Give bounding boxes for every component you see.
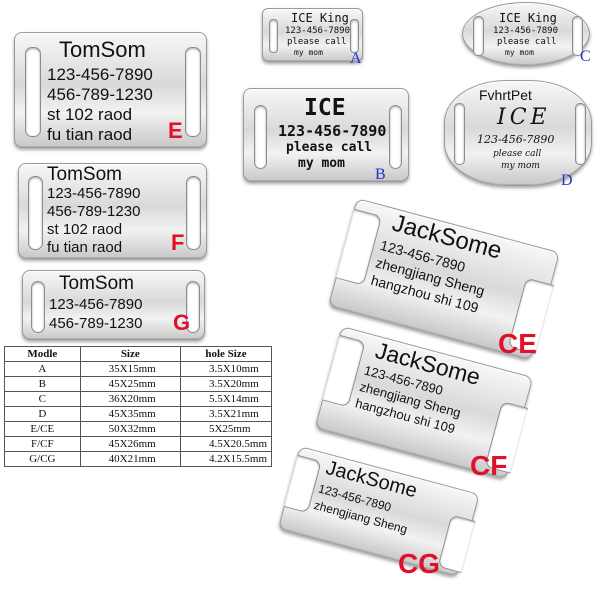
cell-hole-size: 4.5X20.5mm [179,436,273,452]
cell-size: 40X21mm [79,451,181,467]
tag-e-line-4: st 102 raod [47,105,133,124]
tag-f-line-2: 123-456-7890 [47,185,141,202]
tag-f-slot-left [28,176,43,250]
cell-hole-size: 5.5X14mm [179,391,273,407]
tag-b-label: B [375,166,386,183]
tag-f-line-5: fu tian raod [47,239,123,256]
tag-e-slot-right [185,47,201,137]
table-header-row: Modle Size hole Size [4,346,273,362]
tag-b-line-2: 123-456-7890 [278,122,387,140]
table-row: A 35X15mm 3.5X10mm [4,361,273,377]
cell-hole-size: 3.5X10mm [179,361,273,377]
tag-a-line-2: 123-456-7890 [285,26,351,36]
table-row: C 36X20mm 5.5X14mm [4,391,273,407]
tag-d-brand: FvhrtPet [479,87,532,103]
tag-f: TomSom 123-456-7890 456-789-1230 st 102 … [18,163,207,259]
tag-f-line-3: 456-789-1230 [47,203,141,220]
tag-cg: JackSome 123-456-7890 zhengjiang Sheng [277,446,480,578]
tag-d-line-1: ICE [497,105,551,130]
tag-a-slot-right [350,19,359,53]
tag-a-slot-left [269,19,278,53]
cell-hole-size: 4.2X15.5mm [179,451,273,467]
tag-d-label: D [561,172,573,189]
tag-d-slot-right [575,103,586,165]
table-row: E/CE 50X32mm 5X25mm [4,421,273,437]
tag-b: ICE 123-456-7890 please call my mom [243,88,409,182]
cell-size: 36X20mm [79,391,181,407]
tag-e-label: E [168,118,183,143]
cell-model: C [4,391,81,407]
tag-d-line-2: 123-456-7890 [477,133,555,146]
tag-f-line-4: st 102 raod [47,221,123,238]
tag-a: ICE King 123-456-7890 please call my mom [262,8,363,62]
cell-size: 45X25mm [79,376,181,392]
tag-cg-hook-right [437,514,476,574]
cell-model: A [4,361,81,377]
tag-e-line-2: 123-456-7890 [47,65,153,84]
tag-a-line-4: my mom [294,48,323,57]
tag-e-line-3: 456-789-1230 [47,85,153,104]
cell-hole-size: 3.5X20mm [179,376,273,392]
tag-d: FvhrtPet ICE 123-456-7890 please call my… [444,80,592,186]
tag-d-line-4: my mom [501,161,540,171]
tag-e: TomSom 123-456-7890 456-789-1230 st 102 … [14,32,207,148]
tag-f-label: F [171,230,185,255]
tag-cg-label: CG [398,548,440,579]
cell-model: F/CF [4,436,81,452]
header-size: Size [79,346,181,362]
tag-ce-label: CE [498,328,537,359]
size-spec-table: Modle Size hole Size A 35X15mm 3.5X10mm … [4,346,273,467]
table-row: B 45X25mm 3.5X20mm [4,376,273,392]
tag-a-line-1: ICE King [291,11,349,25]
cell-model: D [4,406,81,422]
tag-b-line-1: ICE [304,95,346,121]
tag-e-line-5: fu tian raod [47,125,133,144]
tag-c: ICE King 123-456-7890 please call my mom [462,2,590,66]
tag-d-slot-left [454,103,465,165]
tag-f-name: TomSom [47,164,122,185]
tag-g-line-2: 123-456-7890 [49,296,143,313]
tag-a-line-3: please call [287,37,347,47]
cell-size: 35X15mm [79,361,181,377]
header-model: Modle [4,346,81,362]
tag-g-line-3: 456-789-1230 [49,315,143,332]
table-row: G/CG 40X21mm 4.2X15.5mm [4,451,273,467]
tag-e-slot-left [25,47,41,137]
tag-c-label: C [580,48,591,65]
tag-b-line-4: my mom [298,156,345,171]
cell-hole-size: 3.5X21mm [179,406,273,422]
tag-g-label: G [173,310,191,335]
tag-c-line-3: please call [497,37,557,47]
tag-b-slot-right [389,105,402,169]
tag-cf-label: CF [470,450,508,481]
tag-b-line-3: please call [286,140,373,155]
cell-size: 45X35mm [79,406,181,422]
tag-c-slot-left [473,16,484,56]
table-row: D 45X35mm 3.5X21mm [4,406,273,422]
tag-c-line-4: my mom [505,48,534,57]
tag-g: TomSom 123-456-7890 456-789-1230 [22,270,205,340]
tag-c-line-2: 123-456-7890 [493,26,559,36]
cell-size: 50X32mm [79,421,181,437]
cell-model: E/CE [4,421,81,437]
tag-f-slot-right [186,176,201,250]
tag-b-slot-left [254,105,267,169]
tag-d-line-3: please call [493,149,542,159]
cell-model: B [4,376,81,392]
cell-hole-size: 5X25mm [179,421,273,437]
header-hole-size: hole Size [179,346,273,362]
cell-size: 45X26mm [79,436,181,452]
tag-g-slot-right [186,281,200,333]
tag-c-slot-right [572,16,583,56]
table-row: F/CF 45X26mm 4.5X20.5mm [4,436,273,452]
tag-c-line-1: ICE King [499,11,557,25]
cell-model: G/CG [4,451,81,467]
tag-g-name: TomSom [59,273,134,294]
tag-e-name: TomSom [59,37,146,62]
tag-g-slot-left [31,281,45,333]
tag-a-label: A [350,50,362,67]
